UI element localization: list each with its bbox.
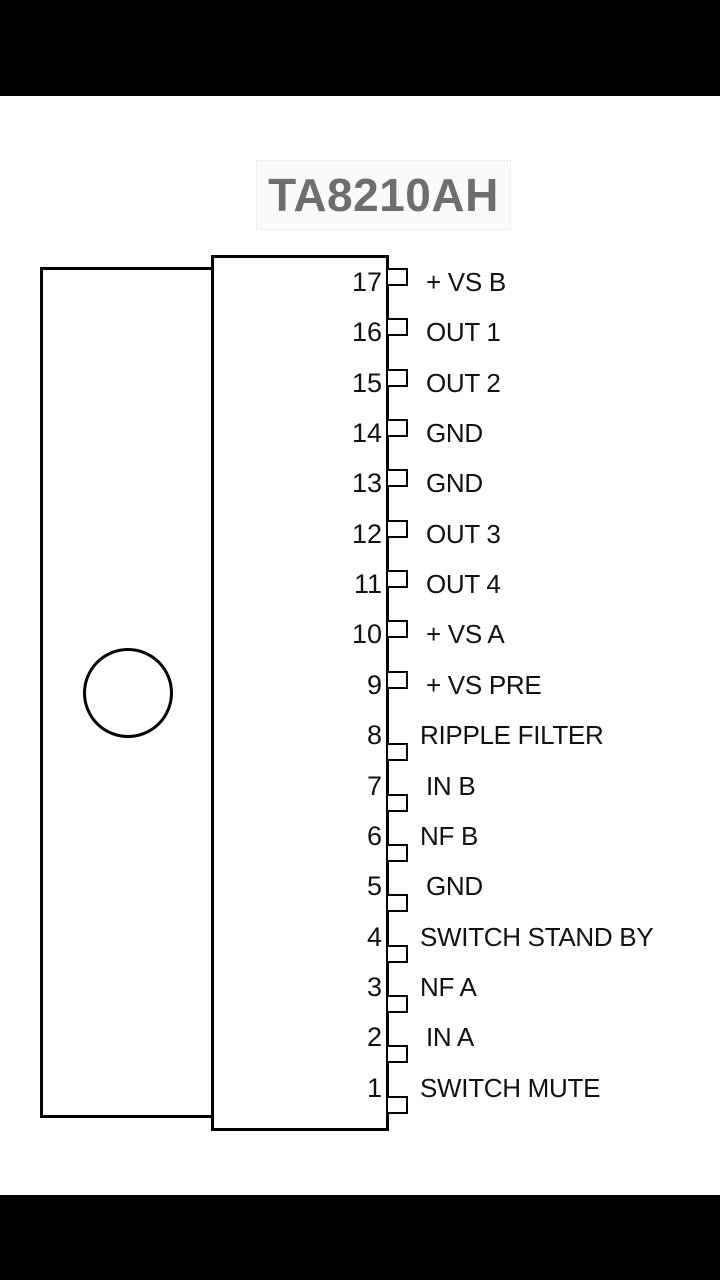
pin-number: 14 [351, 418, 382, 449]
top-black-bar [0, 0, 720, 96]
pin-number: 4 [366, 921, 382, 952]
pin-number: 16 [351, 317, 382, 348]
pin-label: GND [426, 468, 483, 499]
pin-lead [386, 670, 408, 689]
pin-number: 5 [366, 871, 382, 902]
pin-label: RIPPLE FILTER [420, 720, 604, 751]
pin-lead [386, 318, 408, 337]
pin-lead [386, 469, 408, 488]
pin-number: 6 [366, 820, 382, 851]
pin-number: 11 [353, 569, 382, 600]
pin-number: 10 [351, 619, 382, 650]
pin-lead [386, 894, 408, 913]
pin-label: SWITCH STAND BY [420, 921, 654, 952]
pin-lead [386, 1045, 408, 1064]
pin-label: SWITCH MUTE [420, 1072, 601, 1103]
pin-label: OUT 3 [426, 518, 501, 549]
pin-label: + VS A [426, 619, 505, 650]
pin-label: OUT 4 [426, 569, 501, 600]
pin-label: IN A [426, 1022, 474, 1053]
pin-lead [386, 519, 408, 538]
pin-number: 15 [351, 367, 382, 398]
pin-number: 8 [366, 720, 382, 751]
pin-lead [386, 743, 408, 762]
pin-lead [386, 994, 408, 1013]
pin-number: 2 [366, 1022, 382, 1053]
mounting-hole [83, 648, 173, 738]
pin-lead [386, 793, 408, 812]
pin-lead [386, 368, 408, 387]
pin-label: NF B [420, 820, 479, 851]
pin-label: + VS B [426, 267, 506, 297]
pin-label: + VS PRE [426, 669, 542, 700]
pin-label: IN B [426, 770, 476, 801]
pin-label: NF A [420, 971, 477, 1002]
pin-number: 17 [351, 267, 382, 297]
pin-number: 7 [366, 770, 382, 801]
pin-label: GND [426, 418, 483, 449]
pin-lead [386, 570, 408, 589]
pin-lead [386, 843, 408, 862]
pin-lead [386, 944, 408, 963]
bottom-black-bar [0, 1195, 720, 1280]
pin-label: GND [426, 871, 483, 902]
pin-lead [386, 268, 408, 286]
pin-number: 12 [351, 518, 382, 549]
pin-number: 13 [351, 468, 382, 499]
pin-lead [386, 1095, 408, 1114]
pin-label: OUT 2 [426, 367, 501, 398]
pin-number: 3 [366, 971, 382, 1002]
pin-lead [386, 419, 408, 438]
chip-title: TA8210AH [256, 160, 511, 230]
pin-lead [386, 620, 408, 639]
chip-body [211, 255, 389, 1131]
pin-number: 9 [366, 669, 382, 700]
pin-label: OUT 1 [426, 317, 501, 348]
pin-number: 1 [366, 1072, 382, 1103]
